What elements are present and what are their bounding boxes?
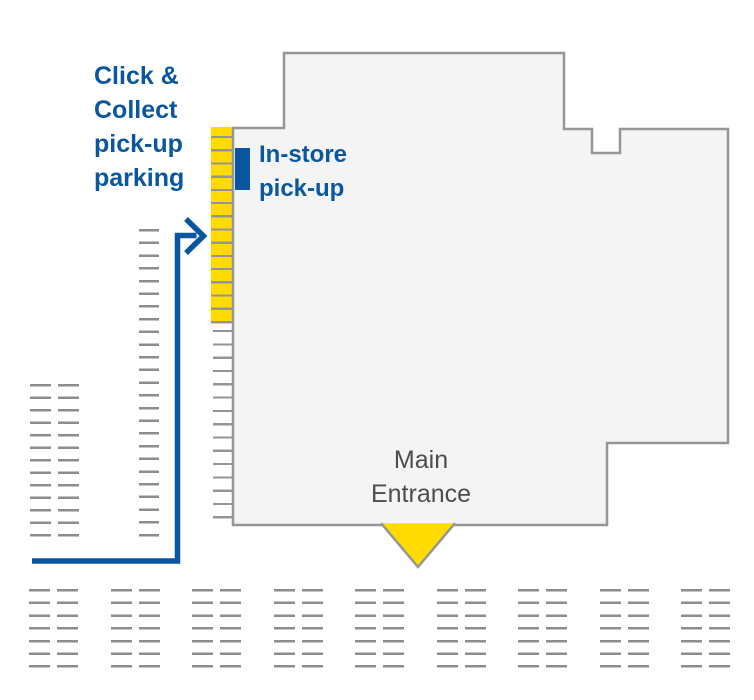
main-entrance-marker-icon — [380, 522, 456, 569]
parking-space-markings — [681, 589, 702, 669]
parking-space-markings — [464, 589, 486, 669]
route-arrowhead-icon — [184, 217, 208, 255]
parking-space-markings — [139, 229, 159, 537]
parking-space-markings — [383, 589, 404, 669]
label-line: pick-up — [259, 175, 345, 202]
in-store-pickup-marker — [235, 148, 250, 190]
store-building-outline — [231, 51, 730, 527]
label-line: In-store — [259, 141, 348, 168]
parking-space-markings — [301, 589, 323, 669]
parking-space-markings — [546, 589, 567, 669]
parking-space-markings — [30, 384, 51, 537]
parking-space-markings — [29, 589, 50, 669]
label-line: pick-up — [94, 130, 183, 158]
parking-space-markings — [192, 589, 213, 669]
click-collect-parking-label: Click & Collect pick-up parking — [94, 59, 184, 195]
building-side-ticks — [213, 327, 233, 528]
label-line: Click & — [94, 62, 179, 90]
parking-space-markings — [709, 589, 730, 669]
label-line: Entrance — [370, 480, 472, 508]
parking-space-markings — [220, 589, 241, 669]
label-line: Main — [393, 446, 449, 474]
parking-space-markings — [138, 589, 160, 669]
parking-space-markings — [518, 589, 539, 669]
parking-space-markings — [57, 589, 78, 669]
parking-space-markings — [58, 384, 79, 537]
click-collect-bays-strip — [211, 127, 233, 324]
parking-space-markings — [627, 589, 649, 669]
parking-space-markings — [273, 589, 295, 669]
main-entrance-label: Main Entrance — [350, 443, 492, 511]
in-store-pickup-label: In-store pick-up — [259, 138, 347, 206]
parking-space-markings — [436, 589, 458, 669]
label-line: parking — [94, 164, 185, 192]
route-line — [32, 232, 197, 564]
parking-space-markings — [599, 589, 621, 669]
label-line: Collect — [94, 96, 178, 124]
parking-space-markings — [355, 589, 376, 669]
parking-space-markings — [110, 589, 132, 669]
